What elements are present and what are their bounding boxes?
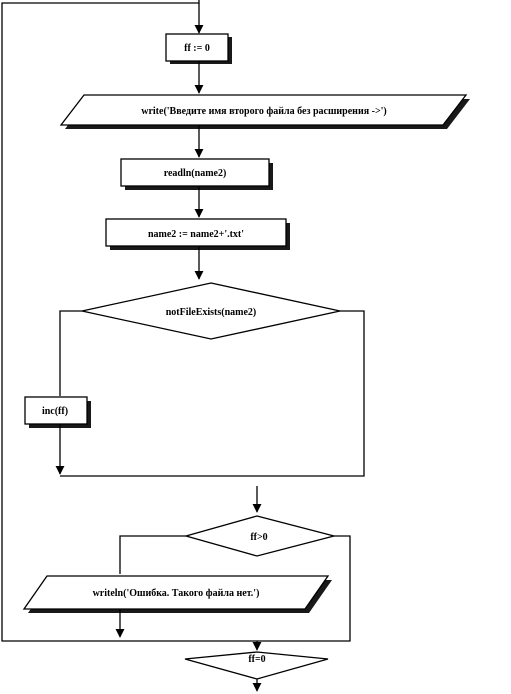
process-concat-label: name2 := name2+'.txt' — [148, 229, 244, 240]
process-inc-label: inc(ff) — [42, 406, 68, 417]
decision-ff-positive-label: ff>0 — [250, 532, 267, 543]
io-write-prompt: write('Введите имя второго файла без рас… — [59, 94, 470, 129]
decision-file-exists: notFileExists(name2) — [81, 282, 341, 340]
branch-right-line — [60, 310, 365, 477]
process-readln: readln(name2) — [120, 158, 273, 190]
io-write-prompt-label: write('Введите имя второго файла без рас… — [141, 106, 387, 117]
io-writeln-error: writeln('Ошибка. Такого файла нет.') — [22, 575, 332, 613]
process-inc: inc(ff) — [24, 396, 91, 428]
process-readln-label: readln(name2) — [164, 168, 227, 179]
process-ff-init: ff := 0 — [165, 33, 232, 64]
branch-ff-left-line — [119, 535, 186, 574]
process-ff-init-label: ff := 0 — [184, 43, 210, 54]
process-concat: name2 := name2+'.txt' — [105, 218, 290, 250]
decision-file-exists-label: notFileExists(name2) — [166, 307, 257, 318]
io-writeln-error-label: writeln('Ошибка. Такого файла нет.') — [93, 588, 260, 599]
branch-left-line — [59, 310, 82, 396]
decision-ff-zero: ff=0 — [184, 651, 329, 680]
decision-ff-zero-label: ff=0 — [248, 654, 265, 665]
decision-ff-positive: ff>0 — [183, 515, 337, 557]
